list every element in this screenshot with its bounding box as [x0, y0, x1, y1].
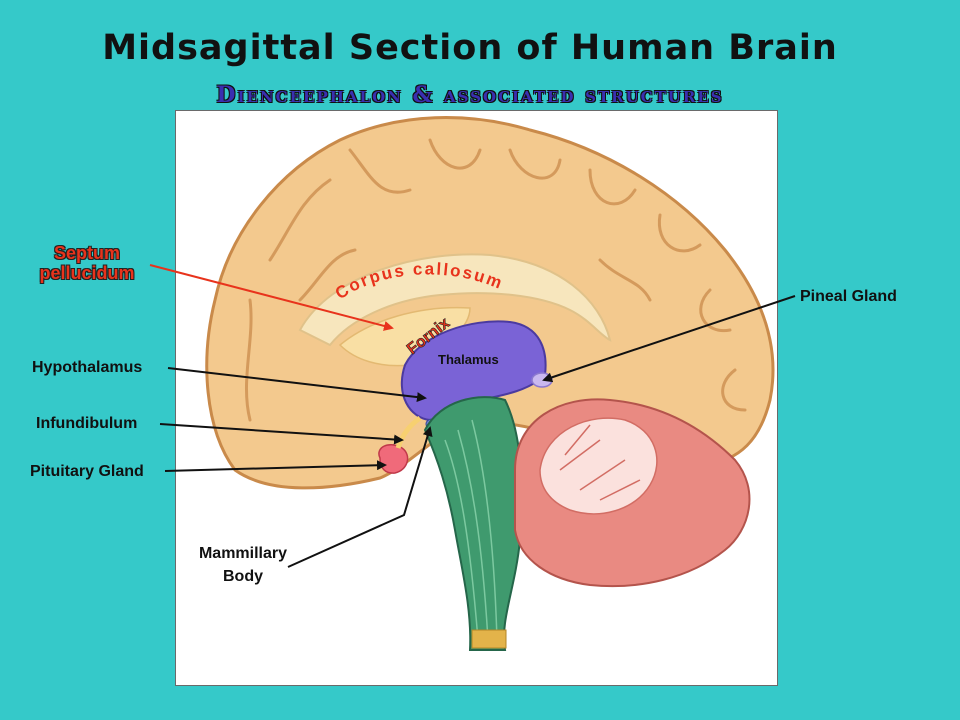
mammillary-body-arrow [287, 426, 433, 568]
infundibulum-shape [395, 415, 422, 449]
mammillary-body-label: Mammillary Body [198, 545, 288, 585]
hypothalamus-label: Hypothalamus [32, 359, 143, 376]
pineal-gland-arrow [542, 295, 796, 383]
infundibulum-arrow [159, 423, 404, 445]
diencephalon [400, 320, 547, 422]
infundibulum-label: Infundibulum [36, 415, 138, 432]
cerebellum-arbor [539, 417, 658, 515]
pituitary-shape [378, 444, 409, 474]
gyri [244, 138, 747, 422]
septum-pellucidum-label: Septum pellucidum [39, 243, 135, 283]
page-subtitle: Dienceephalon & associated structures [216, 82, 724, 108]
corpus-callosum [298, 253, 612, 347]
pituitary-gland-label: Pituitary Gland [30, 463, 144, 480]
pineal-gland-shape [531, 372, 553, 388]
brainstem-stripes [444, 419, 498, 641]
pineal-gland-label: Pineal Gland [800, 288, 897, 305]
brainstem [423, 396, 523, 651]
hypothalamus-arrow [167, 367, 427, 403]
page-title: Midsagittal Section of Human Brain [102, 28, 838, 68]
septum-pellucidum-arrow [149, 264, 394, 331]
thalamus-label: Thalamus [438, 352, 499, 367]
pituitary-gland-arrow [164, 460, 387, 472]
spinal-cord-base [471, 629, 507, 649]
